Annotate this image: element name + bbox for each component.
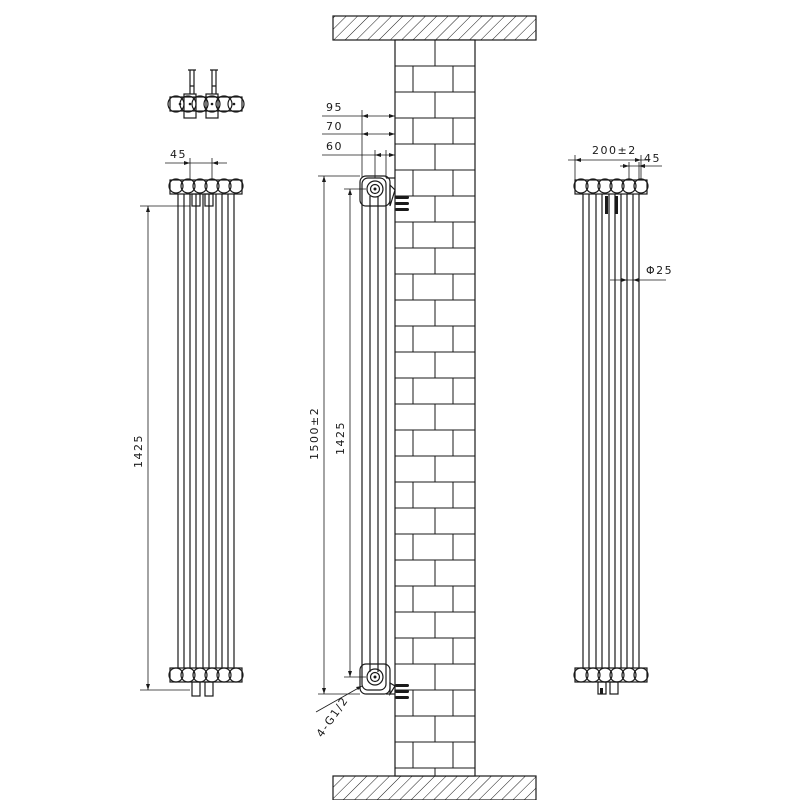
brick-courses [395,40,475,777]
dim-side-60: 60 [326,140,343,153]
front-view: 45 1425 [132,148,244,697]
dim-side-height: 1425 [334,421,347,455]
dim-right-width: 200±2 [592,144,637,157]
floor-slab [332,775,537,800]
dim-connection: 4-G1/2 [314,694,351,740]
dim-left-height: 1425 [132,434,145,468]
dim-right-diameter: Φ25 [646,264,673,277]
side-view: 95 70 60 1500±2 1425 4-G1/2 [308,101,409,740]
wall-section [332,15,537,800]
dim-right-45: 45 [644,152,661,165]
dim-side-total-height: 1500±2 [308,407,321,460]
top-view [167,69,245,119]
ceiling-slab [332,15,537,41]
dim-side-70: 70 [326,120,343,133]
dim-side-95: 95 [326,101,343,114]
rear-view: 200±2 45 Φ25 [568,144,673,695]
dim-left-width: 45 [170,148,187,161]
